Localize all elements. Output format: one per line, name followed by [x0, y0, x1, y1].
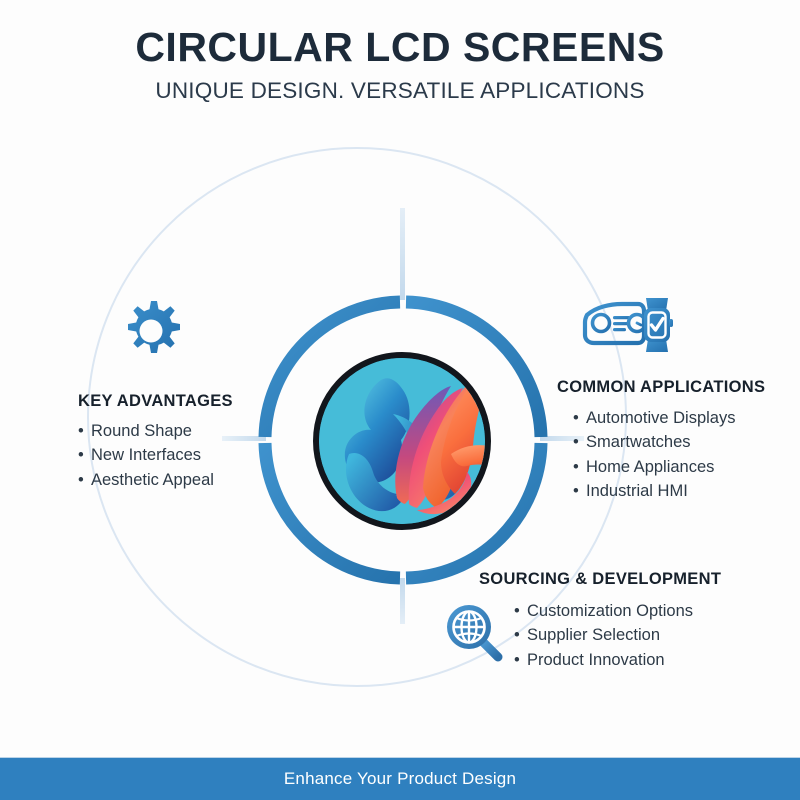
list-item: • Product Innovation	[514, 648, 779, 672]
gear-icon	[118, 298, 184, 369]
section-common-applications: COMMON APPLICATIONS • Automotive Displays…	[557, 378, 787, 504]
bullet-dot-icon: •	[514, 650, 520, 669]
list-item: • Home Appliances	[573, 455, 787, 479]
car-dashboard-smartwatch-icon	[580, 296, 675, 359]
bullet-dot-icon: •	[573, 457, 579, 476]
bullet-list-common-applications: • Automotive Displays • Smartwatches • Home…	[573, 406, 787, 504]
bullet-list-key-advantages: • Round Shape • New Interfaces • Aesthetic …	[78, 419, 288, 492]
decorative-outer-circle	[87, 147, 627, 687]
connector-line-bottom	[400, 578, 405, 624]
bullet-dot-icon: •	[78, 470, 84, 489]
list-item: • Aesthetic Appeal	[78, 468, 288, 492]
list-item-label: Supplier Selection	[527, 626, 660, 645]
bullet-dot-icon: •	[514, 626, 520, 645]
bullet-dot-icon: •	[78, 422, 84, 440]
list-item-label: Industrial HMI	[586, 482, 688, 501]
page-title: CIRCULAR LCD SCREENS	[135, 24, 665, 70]
bullet-dot-icon: •	[573, 433, 579, 452]
globe-magnifier-icon	[444, 602, 506, 669]
bullet-dot-icon: •	[78, 446, 84, 465]
footer-banner: Enhance Your Product Design	[0, 757, 800, 800]
connector-line-top	[400, 208, 405, 300]
connector-line-left	[222, 436, 266, 441]
section-heading-sourcing-development: SOURCING & DEVELOPMENT	[479, 570, 722, 588]
list-item-label: Automotive Displays	[586, 409, 736, 427]
footer-text: Enhance Your Product Design	[283, 769, 517, 788]
list-item-label: Aesthetic Appeal	[91, 470, 214, 489]
page-subtitle: UNIQUE DESIGN. VERSATILE APPLICATIONS	[155, 78, 645, 104]
list-item-label: New Interfaces	[91, 446, 202, 465]
list-item: • Supplier Selection	[514, 623, 779, 647]
list-item: • Industrial HMI	[573, 479, 787, 503]
list-item: • New Interfaces	[78, 443, 288, 467]
list-item-label: Product Innovation	[527, 650, 665, 669]
section-key-advantages: KEY ADVANTAGES • Round Shape • New Interfa…	[78, 392, 288, 492]
connector-line-right	[540, 436, 584, 441]
center-lcd-screen	[313, 352, 491, 530]
list-item-label: Round Shape	[91, 422, 192, 440]
list-item: • Round Shape	[78, 419, 288, 443]
bullet-dot-icon: •	[573, 482, 579, 501]
list-item-label: Smartwatches	[586, 433, 691, 452]
section-heading-common-applications: COMMON APPLICATIONS	[557, 378, 766, 396]
list-item-label: Home Appliances	[586, 457, 715, 476]
central-blue-ring	[258, 295, 548, 585]
bullet-dot-icon: •	[514, 602, 520, 620]
section-sourcing-development: SOURCING & DEVELOPMENT • Customization Op…	[479, 570, 779, 672]
list-item: • Customization Options	[514, 599, 779, 623]
header: CIRCULAR LCD SCREENS UNIQUE DESIGN. VERS…	[0, 24, 800, 104]
list-item: • Smartwatches	[573, 430, 787, 454]
list-item: • Automotive Displays	[573, 406, 787, 430]
section-heading-key-advantages: KEY ADVANTAGES	[78, 392, 233, 410]
bullet-list-sourcing-development: • Customization Options • Supplier Selecti…	[514, 599, 779, 672]
bullet-dot-icon: •	[573, 409, 579, 427]
list-item-label: Customization Options	[527, 602, 693, 620]
